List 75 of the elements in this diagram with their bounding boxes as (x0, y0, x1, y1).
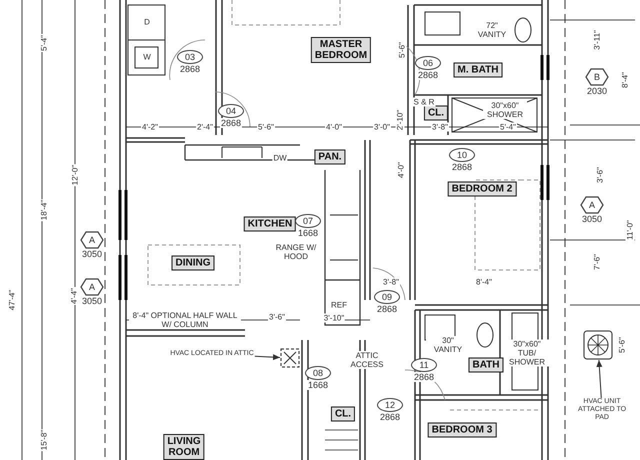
plan-note: REF (330, 300, 348, 310)
door-number: 07 (295, 214, 321, 228)
door-size: 2868 (220, 118, 242, 128)
dimension-label: 7'-6" (592, 253, 602, 271)
room-label: M. BATH (454, 62, 502, 78)
window-size: 3050 (580, 214, 604, 224)
dimension-label: 3'-10" (322, 314, 346, 322)
dimension-label: 8'-4" (620, 71, 630, 89)
room-label: BEDROOM 3 (428, 422, 496, 438)
plan-note: D (143, 18, 151, 26)
dimension-label: 4'-2" (141, 122, 159, 132)
fan-unit-icon (583, 330, 613, 360)
plan-note: W (142, 52, 152, 62)
door-number: 11 (411, 358, 437, 372)
dimension-label: 2'-10" (396, 108, 404, 132)
room-label: DINING (172, 256, 214, 270)
door-number: 08 (305, 366, 331, 380)
dimension-label: 2'-4" (196, 122, 214, 132)
dimension-label: 47'-4" (8, 288, 16, 312)
dimension-label: 3'-8" (431, 122, 449, 132)
dimension-label: 5'-4" (499, 122, 517, 132)
dimension-label: 4'-0" (396, 161, 406, 179)
dimension-label: 4'-4" (70, 287, 78, 305)
dimension-label: 4'-0" (325, 122, 343, 132)
dimension-label: 3'-11" (592, 29, 602, 51)
window-size: 2030 (586, 86, 608, 96)
door-number: 10 (449, 148, 475, 162)
room-label: MASTER BEDROOM (310, 37, 372, 63)
dimension-label: 3'-6" (268, 312, 286, 322)
door-size: 1668 (296, 228, 320, 238)
window-size: 3050 (80, 249, 104, 259)
window-tag: A (80, 231, 104, 249)
room-label: PAN. (314, 150, 346, 164)
door-size: 2868 (178, 64, 202, 74)
door-number: 04 (218, 104, 244, 118)
window-tag: B (585, 68, 609, 86)
room-label: BATH (468, 358, 504, 372)
window-size: 3050 (80, 296, 104, 306)
door-size: 2868 (378, 412, 402, 422)
dimension-label: 8'-4" (475, 278, 493, 286)
room-label: CL. (424, 106, 448, 120)
door-number: 06 (415, 56, 441, 70)
leader-line (596, 360, 602, 398)
door-number: 12 (377, 398, 403, 412)
dimension-label: 5'-6" (257, 122, 275, 132)
leader-line (254, 354, 280, 360)
hvac-unit-icon (280, 348, 300, 368)
dimension-label: 5'-6" (398, 41, 406, 59)
plan-note: S & R (412, 98, 436, 106)
room-label: KITCHEN (244, 216, 296, 232)
room-label: LIVING ROOM (163, 434, 205, 460)
plan-note: DW (272, 154, 288, 162)
door-size: 2868 (450, 162, 474, 172)
door-size: 2868 (376, 304, 398, 314)
door-size: 2868 (412, 372, 436, 382)
dimension-label: 3'-0" (373, 122, 391, 132)
room-label: CL. (330, 406, 356, 422)
window-tag: A (80, 278, 104, 296)
dimension-label: 12'-0" (70, 164, 80, 186)
dimension-label: 5'-6" (618, 336, 626, 354)
plan-note: 30"x60" SHOWER (483, 101, 527, 119)
plan-note: RANGE W/ HOOD (274, 243, 318, 261)
room-label: BEDROOM 2 (448, 182, 516, 196)
dimension-label: 15'-8" (40, 428, 48, 452)
door-number: 09 (374, 290, 400, 304)
dimension-label: 5'-4" (40, 34, 48, 52)
dimension-label: 18'-4" (40, 198, 48, 222)
door-size: 1668 (306, 380, 330, 390)
dimension-label: 3'-6" (596, 166, 604, 184)
window-tag: A (580, 196, 604, 214)
dimension-label: 11'-0" (626, 219, 634, 241)
dimension-label: 3'-8" (382, 278, 400, 286)
plan-note: 8'-4" OPTIONAL HALF WALL W/ COLUMN (129, 311, 241, 329)
door-size: 2868 (416, 70, 440, 80)
door-number: 03 (177, 50, 203, 64)
